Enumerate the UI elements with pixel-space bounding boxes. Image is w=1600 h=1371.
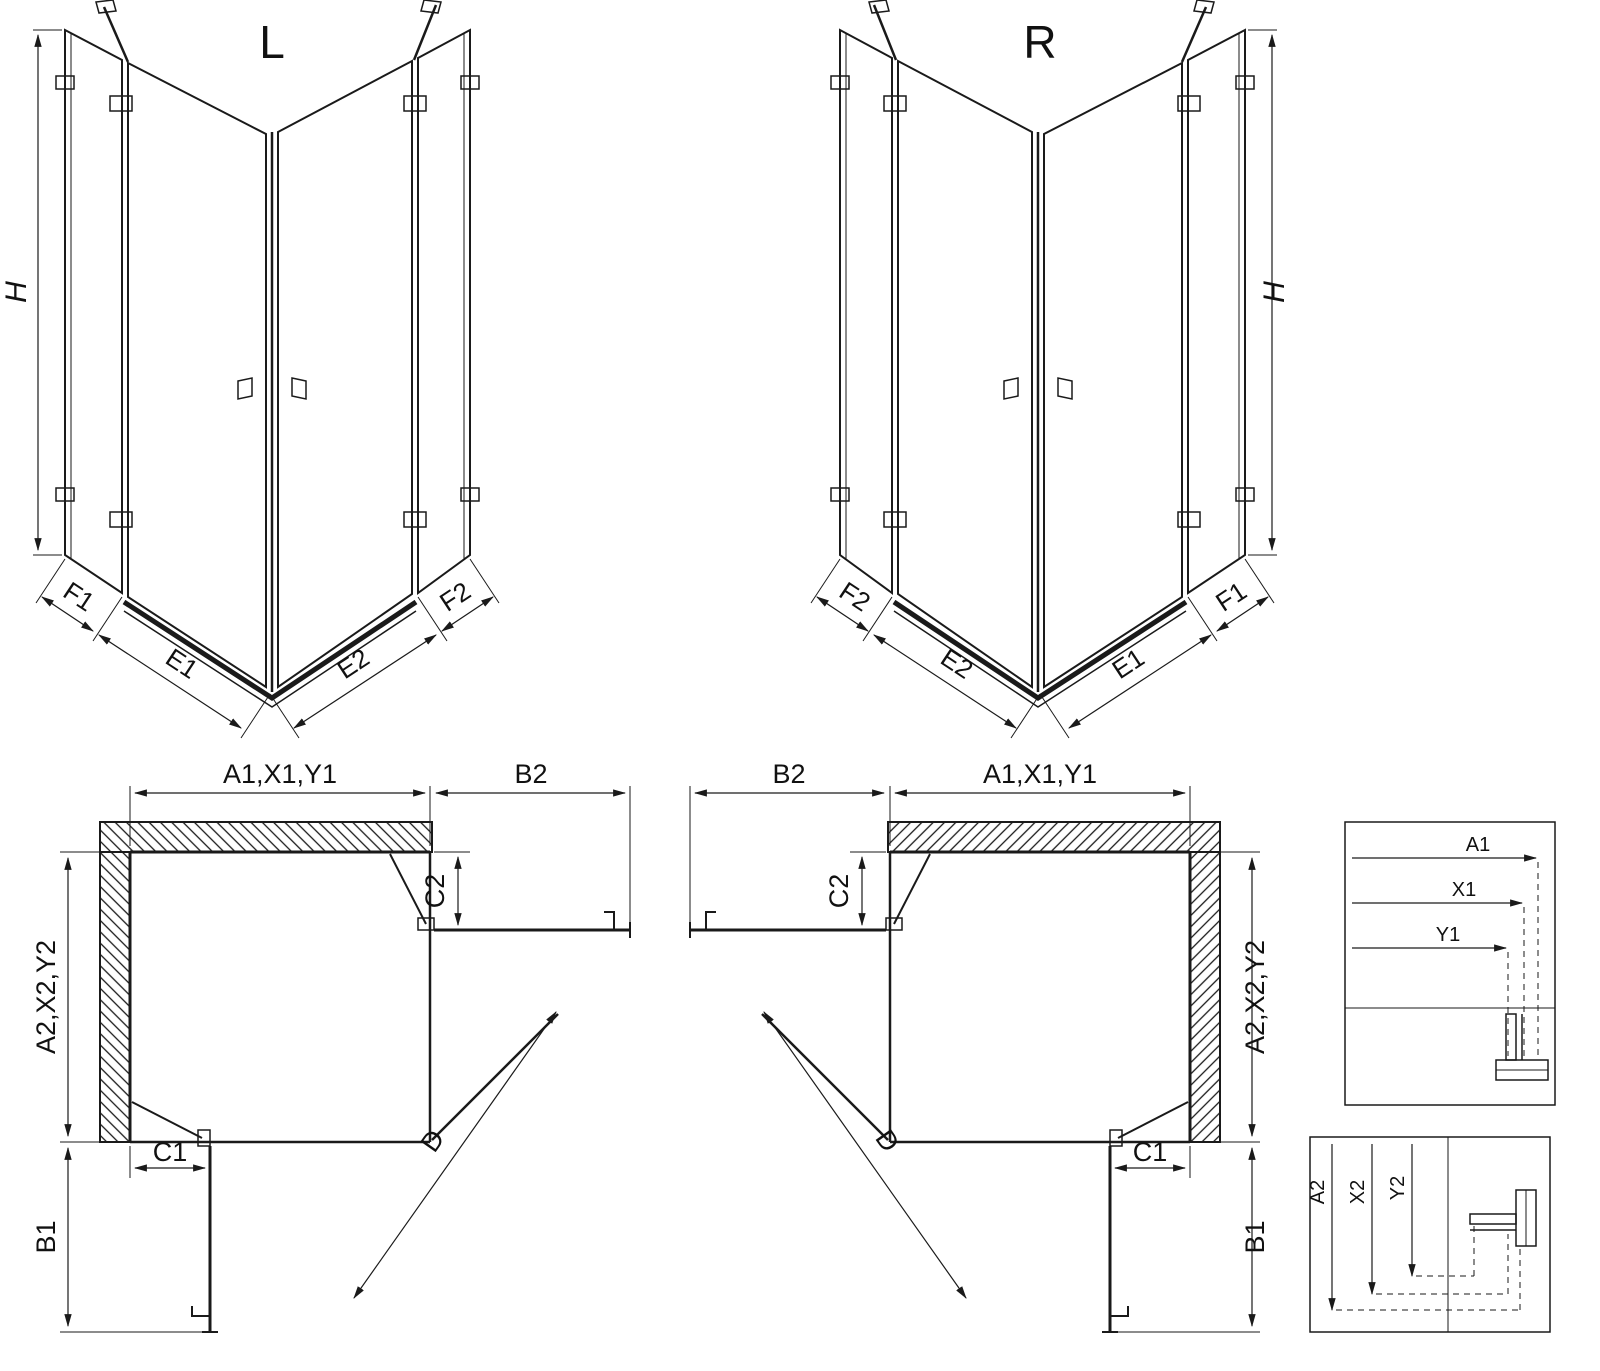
dim-label-b2-right: B2 — [772, 759, 805, 789]
dim-label-b1-left: B1 — [31, 1220, 61, 1253]
dim-label-d-left: D — [415, 1124, 451, 1157]
detail-label-x1: X1 — [1452, 879, 1476, 901]
dim-label-h-left: H — [0, 281, 33, 303]
dim-label-a1-right: A1,X1,Y1 — [983, 759, 1097, 789]
dim-label-h-right: H — [1258, 281, 1291, 303]
detail-box-top — [1344, 821, 1556, 1106]
dim-label-c2-left: C2 — [420, 874, 450, 909]
dim-label-a2-left: A2,X2,Y2 — [31, 940, 61, 1054]
dim-label-e2-left: E2 — [332, 642, 375, 685]
dim-label-a1-left: A1,X1,Y1 — [223, 759, 337, 789]
iso-view-left — [33, 0, 499, 738]
dim-label-b2-left: B2 — [514, 759, 547, 789]
dim-label-e2-right: E2 — [935, 642, 978, 685]
detail-label-x2: X2 — [1347, 1180, 1369, 1204]
detail-label-a2: A2 — [1307, 1180, 1329, 1204]
dim-label-c1-left: C1 — [153, 1137, 188, 1167]
profile-section-top — [1495, 1013, 1549, 1081]
iso-view-right — [811, 0, 1277, 738]
dim-label-d-right: D — [869, 1124, 905, 1157]
dim-label-f1-right: F1 — [1210, 576, 1252, 618]
detail-label-y2: Y2 — [1387, 1176, 1409, 1200]
dim-label-a2-right: A2,X2,Y2 — [1240, 940, 1270, 1054]
detail-label-a1: A1 — [1466, 834, 1490, 856]
profile-section-bottom — [1469, 1189, 1537, 1247]
dim-label-f2-left: F2 — [434, 576, 476, 618]
variant-label-right: R — [1023, 16, 1056, 68]
plan-view-right — [690, 786, 1260, 1332]
detail-box-bottom — [1309, 1136, 1551, 1333]
plan-view-left — [60, 786, 630, 1332]
dim-label-f1-left: F1 — [58, 576, 100, 618]
dim-label-b1-right: B1 — [1240, 1220, 1270, 1253]
dim-label-f2-right: F2 — [834, 576, 876, 618]
dim-label-c1-right: C1 — [1133, 1137, 1168, 1167]
dim-label-c2-right: C2 — [824, 874, 854, 909]
variant-label-left: L — [259, 16, 285, 68]
detail-label-y1: Y1 — [1436, 924, 1460, 946]
